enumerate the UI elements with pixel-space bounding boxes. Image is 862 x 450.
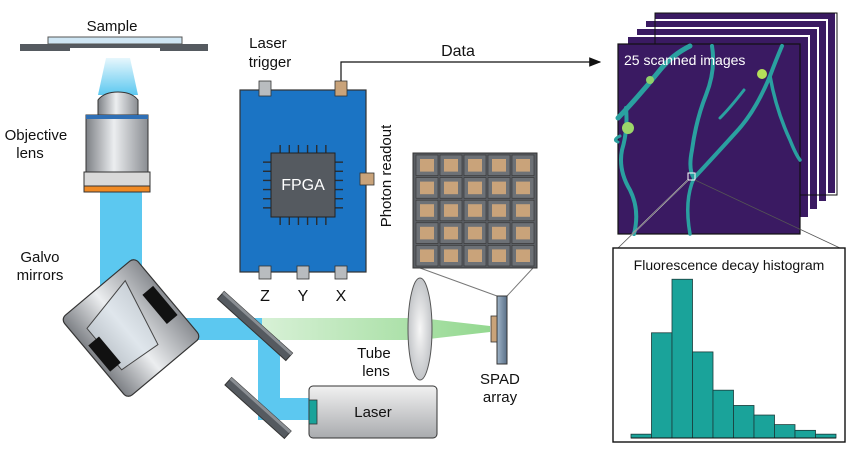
spad-label: SPAD array [480,371,524,406]
scanned-images-label: 25 scanned images [624,52,745,68]
spad-label-line2: array [483,389,518,406]
galvo-label: Galvo mirrors [17,249,64,284]
spad-pixel-pad [444,159,458,172]
spad-pixel-pad [492,204,506,217]
tube-lens-label-line2: lens [362,363,390,380]
spad-pixel-pad [516,181,530,195]
image-stack [613,11,838,236]
spad-sensor [490,295,508,365]
laser-trigger-label-line2: trigger [249,54,292,71]
fpga-chip [270,152,336,218]
galvo-label-line1: Galvo [20,249,59,266]
objective-label: Objective lens [5,127,72,162]
objective-label-line2: lens [16,145,44,162]
laser-mirror [224,376,292,440]
fpga-label: FPGA [281,177,325,194]
histogram-bar [815,433,837,439]
spad-pixel-pad [492,181,506,195]
histogram-bar [733,405,755,439]
pin-x [334,265,348,280]
histogram-bar [794,429,816,439]
laser-trigger-label: Laser trigger [249,35,292,71]
vessels [613,43,802,236]
spad-pixel-pad [444,204,458,217]
objective-lens [83,91,151,193]
spad-pixel-pad [468,204,482,217]
roi-marker [687,172,696,181]
spad-pixel-pad [516,204,530,217]
histogram-bars [630,278,837,439]
histogram-bar [712,389,734,439]
histogram-bar [692,351,714,439]
spad-pixel-pad [492,249,506,262]
spad-array-grid [412,152,538,269]
galvo-mirrors [62,259,200,397]
front-scanned-image [613,43,802,236]
histogram-bar [630,433,652,439]
photon-readout-label: Photon readout [378,124,395,227]
sample-stage [20,36,208,51]
histogram-bar [774,424,796,439]
laser-aperture [308,399,318,425]
pin-z [258,265,272,280]
spad-pixel-pad [444,181,458,195]
laser-trigger-label-line1: Laser [249,35,287,52]
spad-pixel-pad [468,159,482,172]
data-arrow [340,57,602,81]
tube-lens-label-line1: Tube [357,345,391,362]
spad-pixel-pad [516,159,530,172]
spad-lead-left [419,267,498,297]
beam-laser-vertical [258,340,280,410]
histogram-bar [753,414,775,439]
histogram-bar [651,332,673,439]
dichroic-mirror [216,290,294,362]
zoom-line-right [694,179,841,249]
data-label: Data [441,43,475,60]
laser-source [308,385,438,439]
axis-x-label: X [336,288,347,305]
spad-label-line1: SPAD [480,371,520,388]
spad-pixel-pad [420,181,434,195]
sample-label: Sample [87,18,138,35]
spad-pixel-pad [420,204,434,217]
zoom-line-left-dark [617,179,689,249]
spad-pixel-pad [468,181,482,195]
spad-pixel-pad [420,226,434,240]
beam-to-sample [98,58,138,95]
galvo-label-line2: mirrors [17,267,64,284]
tube-lens [407,277,433,381]
spad-pixel-pad [420,249,434,262]
spad-pixel-pad [420,159,434,172]
fpga-board [239,80,375,280]
spad-pixel-pad [444,249,458,262]
pin-data-out [334,80,348,97]
sample-slide [47,36,183,45]
axis-y-label: Y [298,288,309,305]
emission-beam [262,318,490,340]
laser-label: Laser [354,404,392,421]
pin-y [296,265,310,280]
spad-pixel-pad [492,226,506,240]
objective-label-line1: Objective [5,127,68,144]
spad-pixel-pad [444,226,458,240]
spad-pixel-pad [468,226,482,240]
axis-z-label: Z [260,288,270,305]
tube-lens-label: Tube lens [357,345,395,380]
fpga-chip-pins [263,145,343,225]
spad-lead-right [506,267,534,297]
spad-pixel-pad [492,159,506,172]
histogram-title: Fluorescence decay histogram [634,257,825,273]
pin-laser-trigger [258,80,272,97]
spad-pixel-pad [468,249,482,262]
pin-photon-readout [359,172,375,186]
spad-pixel-pad [516,249,530,262]
spad-pixel-pad [516,226,530,240]
histogram-bar [671,278,693,439]
